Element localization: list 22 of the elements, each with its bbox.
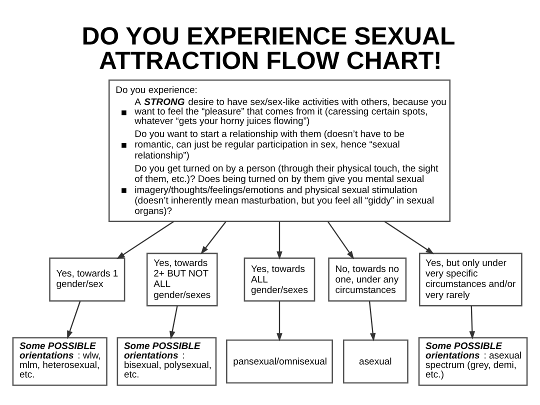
node-box: Yes, towards ALL gender/sexes bbox=[244, 257, 316, 302]
arrow bbox=[384, 220, 434, 254]
node-box: Yes, towards 1 gender/sex bbox=[49, 257, 126, 302]
node-box: No, towards no one, under any circumstances bbox=[328, 257, 407, 302]
node-box: Yes, but only under very specific circumstances and/or very rarely bbox=[418, 252, 522, 306]
node-box: Do you experience: A STRONG desire to have sex/sex-like activities with others, because you want to feel the “pleasure” that comes from it (caressing certain spots, whatever “gets your horny juices flowing”) Do you want to start a relationship with them (doesn’t have to be romantic, can just be regular participation in sex, hence “sexual relationship”) Do you get turned on by a person (through their physical touch, the sight of them, etc.)? Does being turned on by them give you mental sexual imagery/thoughts/feelings/emotions and physical sexual stimulation (doesn’t inherently mean masturbation, but you feel all “giddy” in sexual organs)? bbox=[108, 78, 451, 222]
node-box: Yes, towards 2+ BUT NOT ALL gender/sexes bbox=[146, 252, 218, 306]
node-box: asexual bbox=[342, 338, 408, 384]
arrow bbox=[469, 305, 476, 340]
arrow bbox=[276, 220, 282, 260]
arrow bbox=[116, 220, 174, 259]
arrow bbox=[169, 305, 178, 339]
arrow bbox=[368, 300, 376, 341]
arrow bbox=[276, 300, 282, 341]
arrow bbox=[200, 220, 226, 254]
node-box: pansexual/omnisexual bbox=[226, 338, 333, 384]
arrow bbox=[327, 220, 354, 259]
diagram-title: DO YOU EXPERIENCE SEXUAL ATTRACTION FLOW CHART! bbox=[82, 22, 456, 75]
node-box: Some POSSIBLE orientations: wlw, mlm, heterosexual, etc. bbox=[12, 336, 108, 386]
node-box: Some POSSIBLE orientations: bisexual, polysexual, etc. bbox=[116, 336, 217, 386]
arrow bbox=[67, 300, 81, 339]
node-box: Some POSSIBLE orientations: asexual spectrum (grey, demi, etc.) bbox=[418, 336, 528, 386]
